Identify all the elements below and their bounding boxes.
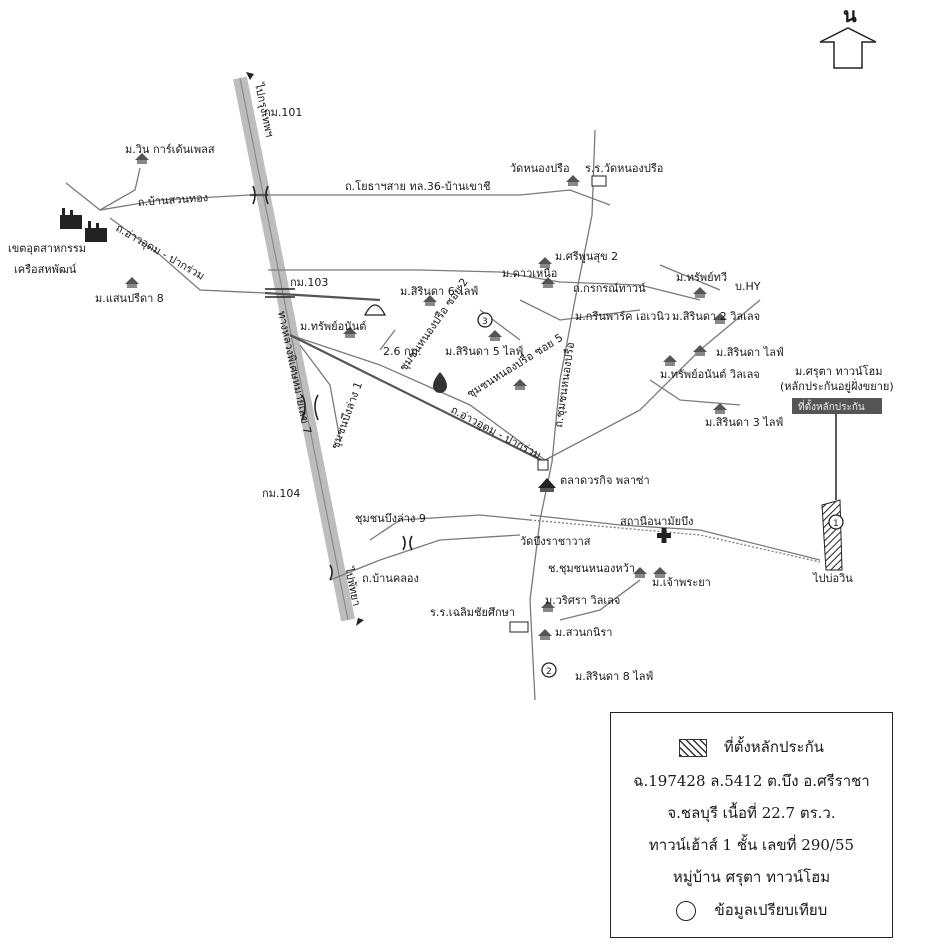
label-bhy: บ.HY (735, 280, 761, 293)
label-sap-anan: ม.ทรัพย์อนันต์ (300, 320, 366, 333)
label-to-bo-win: ไปบ่อวิน (812, 572, 853, 585)
legend-line-4: หมู่บ้าน ศรุตา ทาวน์โฮม (672, 868, 831, 886)
highway-7 (233, 76, 355, 622)
label-school-chaloem: ร.ร.เฉลิมชัยศึกษา (430, 606, 515, 619)
comparison-marker-3 (477, 312, 493, 328)
shell-station-icon (363, 304, 387, 316)
collateral-location-marker (792, 398, 882, 571)
label-distance: 2.6 กม. (383, 345, 421, 358)
temple-icon (538, 478, 556, 492)
gas-drop-icon (433, 372, 447, 393)
label-yothasai-road: ถ.โยธาฯสาย ทล.36-บ้านเขาชี (345, 179, 490, 193)
label-kaw: ม.ดาวเหนือ (502, 267, 557, 280)
label-km101: กม.101 (264, 106, 302, 119)
label-sirinta5: ม.สิรินดา 5 ไลฟ์ (445, 345, 523, 358)
label-ban-khlong: ถ.บ้านคลอง (362, 572, 419, 585)
label-aoudom-west: ถ.อ่าวอุดม - ปากร่วม (114, 221, 207, 282)
house-icons (125, 153, 727, 640)
label-sirinta-life: ม.สิรินดา ไลฟ์ (716, 346, 784, 359)
label-sirinta8: ม.สิรินดา 8 ไลฟ์ (575, 670, 653, 683)
label-chumchon-nongprue-5: ชุมชนหนองปรือ ซอย 5 (465, 331, 566, 401)
hatch-swatch-icon (679, 739, 708, 757)
project-sign-label: ที่ตั้งหลักประกัน (798, 399, 865, 413)
label-market: ตลาดวรกิจ พลาซ่า (560, 474, 650, 487)
label-sap-thawi: ม.ทรัพย์ทวี (676, 271, 727, 284)
label-sruta-home: ม.ศรุตา ทาวน์โฮม (795, 364, 882, 378)
legend-line-1: ฉ.197428 ล.5412 ต.บึง อ.ศรีราชา (633, 772, 870, 790)
label-sirinta2: ม.สิรินดา 2 วิลเลจ (672, 310, 760, 323)
map-legend: ที่ตั้งหลักประกัน ฉ.197428 ล.5412 ต.บึง … (610, 712, 893, 938)
north-label: น (843, 3, 857, 27)
label-sirinta3: ม.สิรินดา 3 ไลฟ์ (705, 416, 783, 429)
label-wat-bueng: วัดบึงราชาวาส (520, 535, 591, 548)
label-green-avenue: ม.กรีนพาร์ค เอเวนิว (575, 310, 670, 323)
label-chumchon-bueng-lang9: ชุมชนบึงล่าง 9 (355, 512, 426, 525)
label-win-garden: ม.วิน การ์เด้นเพลส (125, 143, 215, 156)
label-sirinta6: ม.สิรินดา 6 ไลฟ์ (400, 285, 478, 298)
label-aoudom-road: ถ.อ่าวอุดม - ปากร่วม (449, 403, 544, 462)
label-suan-kanira: ม.สวนกนิรา (555, 626, 612, 639)
circle-swatch-icon (675, 901, 696, 921)
label-sap-anan-village: ม.ทรัพย์อนันต์ วิลเลจ (660, 368, 760, 381)
legend-line-3: ทาวน์เฮ้าส์ 1 ชั้น เลขที่ 290/55 (648, 836, 855, 854)
label-ban-suan-thong: ถ.บ้านสวนทอง (137, 191, 208, 209)
arrow-down-icon (356, 618, 364, 626)
arrow-up-icon (246, 72, 254, 80)
legend-line-2: จ.ชลบุรี เนื้อที่ 22.7 ตร.ว. (667, 804, 836, 822)
road-network (65, 129, 821, 701)
label-chaophraya: ม.เจ้าพระยา (652, 576, 711, 589)
label-km104: กม.104 (262, 487, 300, 500)
label-warisa: ม.วริศรา วิลเลจ (545, 594, 620, 607)
legend-circle-label: ข้อมูลเปรียบเทียบ (714, 901, 828, 919)
label-chumchon-bueng-lang: ชุมชนบึงล่าง 1 (329, 380, 365, 451)
label-health-station: สถานีอนามัยบึง (620, 515, 693, 528)
hospital-cross-icon (657, 528, 671, 543)
comparison-marker-2 (541, 662, 557, 678)
school-icon (509, 175, 607, 633)
label-industrial-2: เครือสหพัฒน์ (14, 263, 77, 276)
market-icon (537, 459, 549, 471)
comparison-marker-1 (828, 514, 844, 530)
factory-icon (60, 208, 107, 242)
label-wat-nongprue: วัดหนองปรือ (510, 162, 570, 175)
label-collateral-note: (หลักประกันอยู่ฝั่งขยาย) (780, 378, 894, 393)
label-saen-pri: ม.แสนปรีดา 8 (95, 292, 164, 305)
label-nongprue-road: ถ.ชุมชนหนองปรือ (552, 341, 577, 428)
label-industrial: เขตอุตสาหกรรม (8, 242, 86, 255)
label-sripoon: ม.ศรีพูนสุข 2 (555, 250, 618, 263)
label-chumchon-nongwa: ช.ชุมชนหนองหว้า (548, 562, 635, 575)
label-kritsana: ถ.กรกรณ์ทาวน์ (573, 282, 646, 295)
marker-2-label: 2 (546, 667, 552, 677)
label-km103: กม.103 (290, 276, 328, 289)
legend-hatch-label: ที่ตั้งหลักประกัน (723, 738, 824, 756)
bridge-icons (252, 185, 413, 581)
marker-1-label: 1 (833, 519, 839, 529)
marker-3-label: 3 (482, 317, 488, 327)
label-school-nongprue: ร.ร.วัดหนองปรือ (585, 162, 663, 175)
north-arrow-icon (819, 27, 877, 69)
